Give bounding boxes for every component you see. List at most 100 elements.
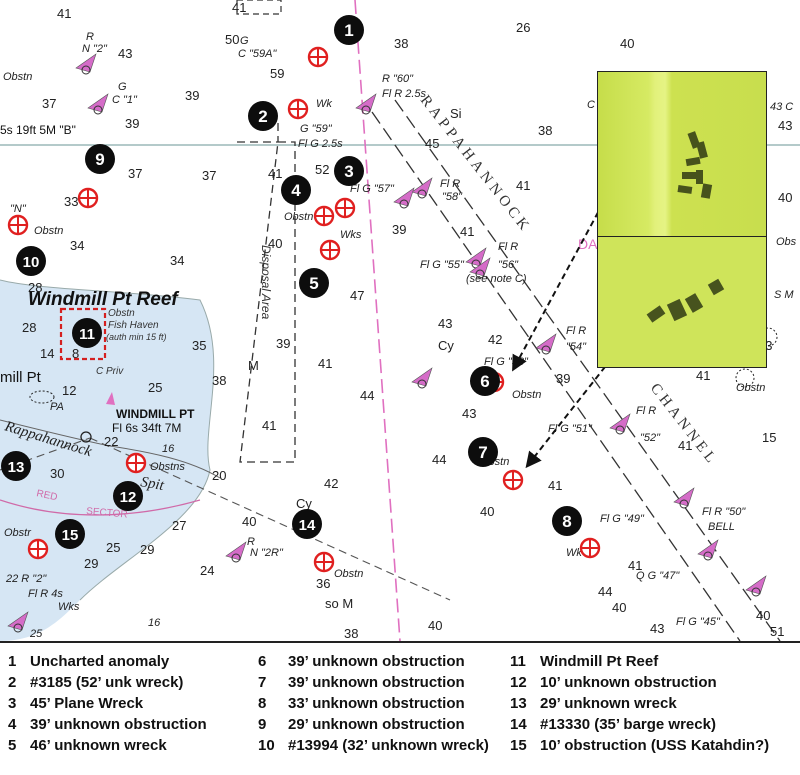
depth-sounding: 43: [118, 46, 132, 61]
marker-number: 4: [291, 181, 301, 200]
legend-number: 7: [258, 674, 267, 691]
chart-label: 43 C: [770, 101, 793, 113]
depth-sounding: 37: [128, 166, 142, 181]
legend-text: 45’ Plane Wreck: [30, 695, 144, 712]
marker-number: 10: [23, 254, 40, 271]
marker-number: 8: [562, 512, 571, 531]
depth-sounding: Cy: [438, 338, 454, 353]
chart-label: Obs: [776, 236, 797, 248]
depth-sounding: 41: [57, 6, 71, 21]
chart-label: 25: [29, 628, 43, 640]
depth-sounding: 51: [770, 624, 784, 639]
depth-sounding: 39: [185, 88, 199, 103]
chart-label: Fl R: [636, 405, 656, 417]
marker-2: 2: [248, 101, 278, 131]
sector-line-a: [89, 437, 451, 601]
legend-row: 2#3185 (52’ unk wreck): [8, 672, 207, 693]
chart-label: Fl R "50": [702, 506, 746, 518]
depth-sounding: Cy: [296, 496, 312, 511]
fish-haven-1: Obstn: [108, 308, 135, 319]
depth-sounding: 25: [106, 540, 120, 555]
legend-row: 14#13330 (35’ barge wreck): [510, 714, 769, 735]
depth-sounding: 12: [62, 383, 76, 398]
depth-sounding: 42: [324, 476, 338, 491]
depth-sounding: 41: [318, 356, 332, 371]
depth-sounding: 36: [316, 576, 330, 591]
depth-sounding: 52: [315, 162, 329, 177]
depth-sounding: 37: [42, 96, 56, 111]
depth-sounding: 34: [170, 253, 184, 268]
chart-label: "N": [10, 203, 27, 215]
marker-number: 15: [62, 527, 79, 544]
marker-14: 14: [292, 509, 322, 539]
chart-label: C "59A": [238, 48, 277, 60]
buoy-icon: [465, 247, 487, 269]
depth-sounding: 41: [696, 368, 710, 383]
chart-label: Fl R 4s: [28, 588, 63, 600]
marker-12: 12: [113, 481, 143, 511]
buoy-icon: [697, 539, 719, 561]
depth-sounding: 39: [125, 116, 139, 131]
legend-text: 29’ unknown wreck: [540, 695, 677, 712]
chart-label: Obstn: [736, 382, 765, 394]
legend-text: 10’ obstruction (USS Katahdin?): [540, 737, 770, 754]
depth-sounding: 44: [432, 452, 446, 467]
depth-sounding: 40: [428, 618, 442, 633]
depth-sounding: 39: [392, 222, 406, 237]
depth-sounding: 38: [394, 36, 408, 51]
depth-sounding: 35: [192, 338, 206, 353]
depth-sounding: 41: [262, 418, 276, 433]
chart-label: C: [587, 99, 595, 111]
depth-sounding: 43: [650, 621, 664, 636]
depth-sounding: 24: [200, 563, 214, 578]
legend-text: #3185 (52’ unk wreck): [30, 674, 184, 691]
marker-5: 5: [299, 268, 329, 298]
chart-label: Q G "47": [636, 570, 680, 582]
chart-label: Obstn: [3, 71, 32, 83]
buoy-icon: [75, 53, 97, 75]
chart-label: "56": [498, 259, 519, 271]
channel-line-a: [371, 111, 741, 641]
buoy-icon: [355, 93, 377, 115]
marker-number: 3: [344, 162, 353, 181]
depth-sounding: 39: [276, 336, 290, 351]
wreck-symbol-icon: [287, 98, 309, 120]
depth-sounding: 40: [612, 600, 626, 615]
depth-sounding: 44: [598, 584, 612, 599]
chart-label: Fl G "57": [350, 183, 395, 195]
depth-sounding: 14: [40, 346, 54, 361]
marker-1: 1: [334, 15, 364, 45]
spit-word: Spit: [139, 474, 166, 494]
depth-sounding: 26: [516, 20, 530, 35]
legend-number: 4: [8, 716, 17, 733]
depth-sounding: 22: [104, 434, 118, 449]
sonar-targets-top: [677, 131, 713, 199]
buoy-icon: [469, 257, 491, 279]
marker-number: 7: [478, 443, 487, 462]
depth-sounding: 41: [548, 478, 562, 493]
buoy-icon: [673, 487, 695, 509]
chart-label: R: [247, 536, 255, 548]
depth-sounding: 29: [84, 556, 98, 571]
marker-number: 9: [95, 150, 104, 169]
windmill-light-name: WINDMILL PT: [116, 407, 195, 421]
depth-sounding: 43: [438, 316, 452, 331]
area-label-da: DA: [578, 236, 598, 252]
depth-sounding: 40: [620, 36, 634, 51]
depth-sounding: 41: [516, 178, 530, 193]
chart-label: Fl G "55": [420, 259, 465, 271]
depth-sounding: 28: [28, 280, 42, 295]
marker-8: 8: [552, 506, 582, 536]
